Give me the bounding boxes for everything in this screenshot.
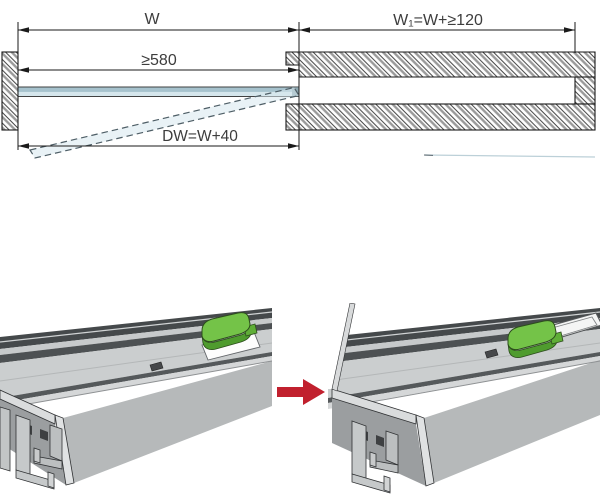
dimension-min-width: ≥580 [18,52,299,73]
dimension-w1: W₁=W+≥120 [299,12,575,33]
rail-front-face [331,360,600,483]
glass-panel-closed [17,86,300,97]
glass-panel-tilted-dashed [29,86,300,159]
rail-render-after [328,303,600,494]
fixing-hole [149,361,164,372]
dimension-w-label: W [144,11,160,28]
transition-arrow-icon [277,379,325,405]
rail-end-channel [331,388,435,494]
green-clip [507,320,564,359]
installation-diagram: W W₁=W+≥120 ≥580 DW=W+40 [1,11,596,159]
dimension-w: W [18,11,299,33]
pocket-wall-upper [285,51,596,78]
pocket-wall-lower [285,103,596,131]
wall-left [1,51,19,131]
dimension-w1-label: W₁=W+≥120 [393,12,483,29]
rail-end-channel [0,389,75,490]
dimension-min-width-label: ≥580 [141,52,177,69]
rail-render-before [0,308,272,490]
pocket-wall-end-cap [574,76,596,105]
rail-front-face [0,360,272,483]
faint-guide-line [423,154,596,158]
dimension-dw: DW=W+40 [18,128,299,149]
rail-cut-edge [328,303,356,392]
dimension-dw-label: DW=W+40 [162,128,238,145]
green-clip [201,312,258,351]
extension-lines [17,22,576,150]
fixing-hole [484,348,499,359]
